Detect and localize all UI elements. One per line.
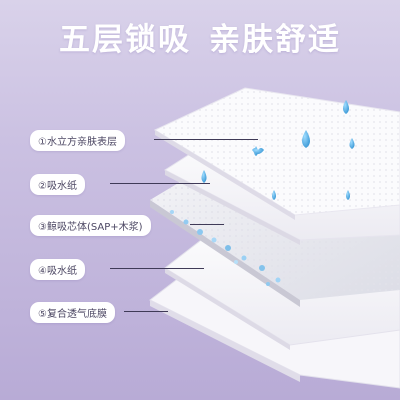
droplet-icon	[201, 170, 207, 183]
leader-line-4	[110, 268, 204, 269]
droplet-icon	[349, 138, 355, 149]
leader-line-2	[110, 183, 210, 184]
sap-granules	[170, 210, 281, 286]
layer-2-edge	[165, 170, 300, 245]
droplet-icon	[346, 190, 350, 200]
layer-label-2: ②吸水纸	[30, 174, 85, 195]
layer-1-edge	[155, 130, 295, 220]
headline: 五层锁吸亲肤舒适	[0, 14, 400, 59]
droplet-icon	[343, 100, 349, 114]
leader-line-1	[154, 139, 258, 140]
layer-1-texture	[155, 88, 400, 215]
layer-label-3: ③鲸吸芯体(SAP+木浆)	[30, 215, 151, 236]
droplet-splash-icon	[252, 148, 264, 154]
water-droplets	[201, 100, 355, 200]
headline-part1: 五层锁吸	[59, 22, 191, 58]
leader-line-3	[190, 224, 224, 225]
layer-label-5: ⑤复合透气底膜	[30, 302, 115, 323]
layer-5-edge	[150, 300, 300, 382]
headline-part2: 亲肤舒适	[209, 22, 341, 58]
droplet-icon	[302, 130, 310, 148]
layer-label-4: ④吸水纸	[30, 259, 85, 280]
layer-label-1: ①水立方亲肤表层	[30, 130, 125, 151]
layer-3-edge	[150, 200, 300, 307]
droplet-icon	[272, 190, 276, 200]
leader-line-5	[124, 311, 168, 312]
layer-4-edge	[165, 268, 290, 350]
